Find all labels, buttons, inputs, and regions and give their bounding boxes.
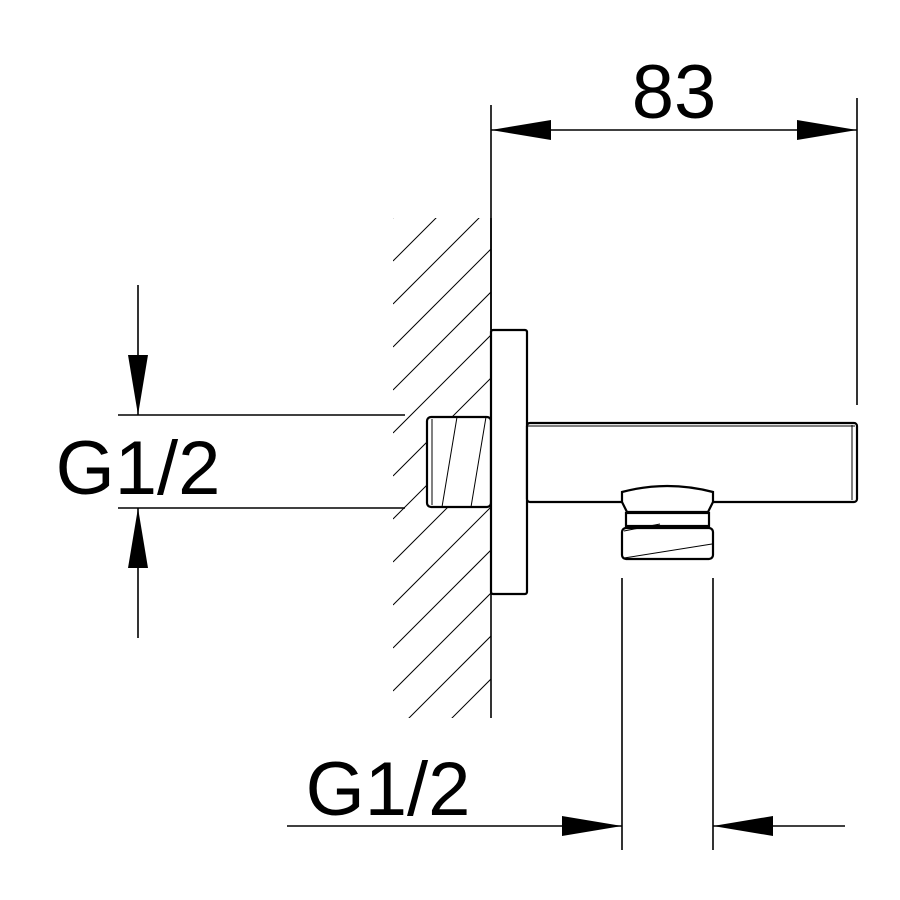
hatch-line bbox=[451, 678, 491, 718]
wall-flange bbox=[489, 328, 529, 596]
hatch-line bbox=[393, 291, 491, 391]
hatch-line bbox=[393, 218, 480, 305]
elbow-body bbox=[525, 421, 859, 504]
length-label: 83 bbox=[632, 50, 717, 135]
hatch-line bbox=[393, 549, 491, 649]
hatch-line bbox=[408, 635, 491, 718]
hatch-line bbox=[393, 506, 491, 606]
outlet-thread-label: G1/2 bbox=[306, 747, 471, 832]
dimension-outlet-thread: G1/2 bbox=[287, 578, 845, 850]
inlet-thread-stub bbox=[425, 415, 493, 509]
hatch-line bbox=[393, 334, 491, 434]
dimension-length: 83 bbox=[490, 50, 858, 405]
hatch-line bbox=[393, 592, 491, 692]
inlet-thread-label: G1/2 bbox=[56, 426, 221, 511]
hatch-line bbox=[393, 218, 437, 262]
dimension-inlet-thread: G1/2 bbox=[56, 285, 405, 638]
outlet-connector bbox=[620, 484, 715, 561]
hatch-line bbox=[393, 248, 491, 348]
hatch-line bbox=[393, 218, 394, 219]
